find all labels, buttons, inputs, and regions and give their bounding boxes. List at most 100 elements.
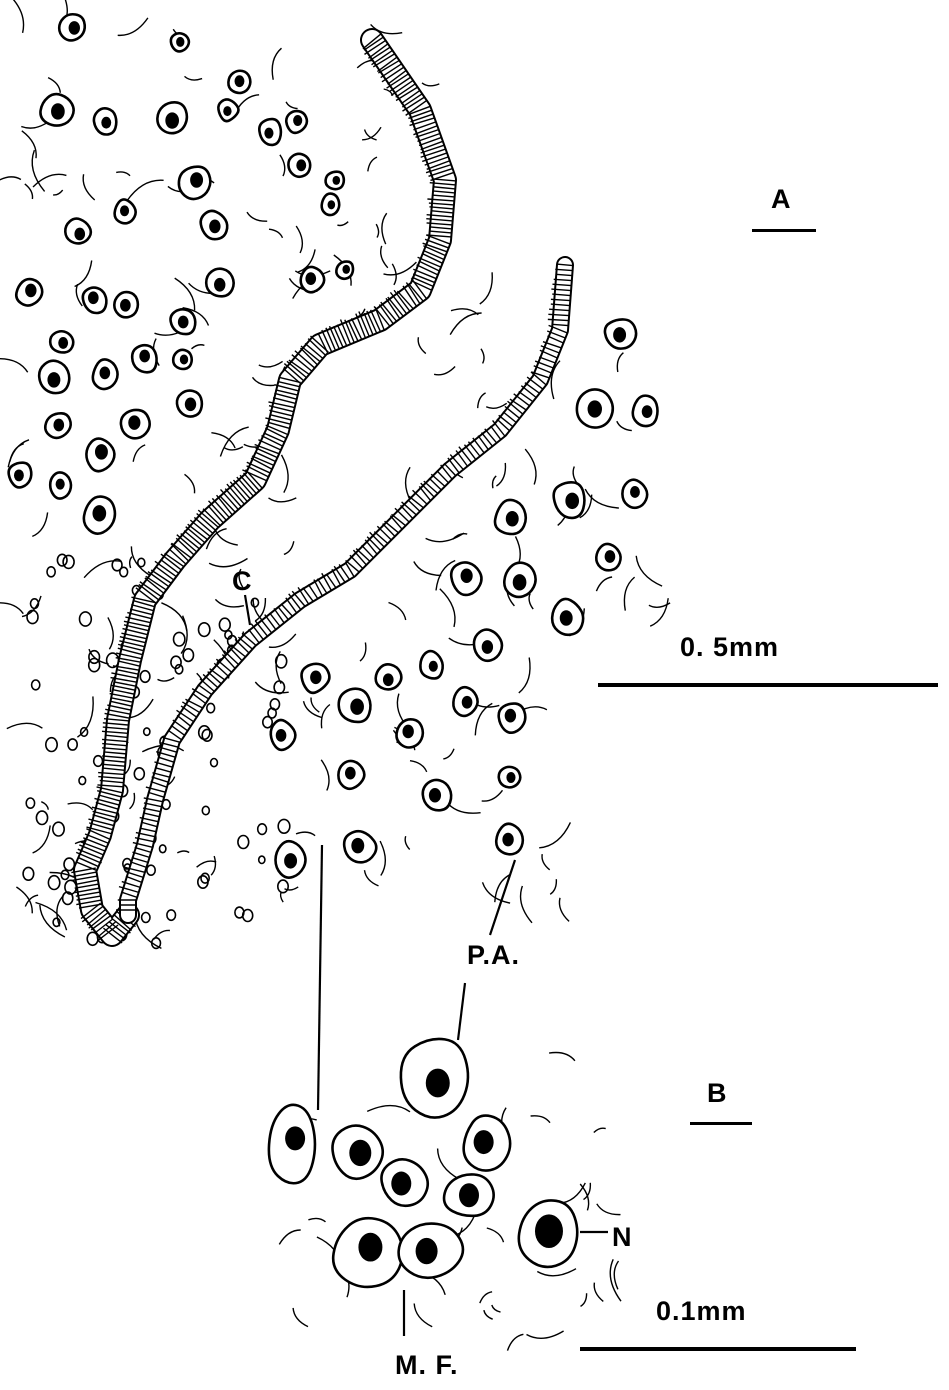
cell-nucleus — [185, 397, 196, 411]
fiber — [525, 449, 536, 484]
cell-nucleus — [95, 444, 108, 460]
large-cell — [464, 1116, 510, 1171]
ring-dot — [63, 555, 74, 568]
ring-dot — [263, 717, 272, 728]
cell — [495, 500, 526, 534]
ring-dot — [36, 811, 47, 824]
ring-dot — [199, 623, 210, 637]
ring-dot — [26, 798, 34, 808]
fiber — [414, 1304, 432, 1327]
cell — [171, 309, 196, 334]
cell-nucleus — [128, 415, 140, 430]
canal-label: C — [232, 566, 253, 597]
fiber — [480, 272, 492, 304]
fiber — [360, 643, 366, 662]
fiber — [597, 1204, 621, 1215]
fiber — [118, 18, 148, 35]
cell — [114, 292, 138, 317]
cell-nucleus — [630, 486, 640, 498]
ring-dot — [32, 680, 40, 690]
cell — [179, 167, 210, 199]
fiber — [175, 278, 195, 310]
large-cell — [401, 1039, 468, 1118]
fiber — [185, 76, 203, 80]
cells-panel-b — [269, 1039, 577, 1287]
large-cell-nucleus — [535, 1214, 563, 1248]
fiber — [550, 879, 556, 894]
fiber — [269, 498, 297, 502]
canal-band-upper-outline — [85, 40, 445, 935]
cell — [132, 345, 156, 372]
fiber — [77, 696, 93, 737]
ring-dot — [53, 822, 64, 836]
fiber — [405, 836, 410, 849]
fiber — [410, 761, 427, 772]
cell — [115, 199, 136, 223]
fiber — [282, 455, 289, 493]
fiber — [133, 445, 145, 462]
fiber — [596, 577, 612, 591]
fiber — [434, 367, 455, 375]
fiber — [624, 577, 634, 611]
cell-nucleus — [351, 838, 364, 854]
ring-dot — [238, 836, 249, 849]
leader-line — [245, 595, 250, 625]
cell-nucleus — [333, 176, 341, 185]
cell — [16, 279, 42, 306]
fiber — [368, 157, 377, 171]
panel-a-underline — [752, 229, 816, 232]
ring-dot — [142, 913, 150, 923]
large-cell-nucleus — [426, 1069, 450, 1098]
cell — [288, 154, 310, 177]
leader-line — [318, 845, 322, 1110]
cell — [206, 269, 233, 297]
cell — [9, 463, 32, 488]
fiber — [7, 0, 23, 33]
cell-nucleus — [310, 670, 321, 684]
cell — [276, 841, 306, 877]
cell-nucleus — [642, 405, 653, 418]
cell — [50, 472, 71, 498]
cell-nucleus — [342, 265, 350, 274]
fiber — [367, 1106, 410, 1112]
fiber — [84, 561, 122, 578]
ring-dot — [57, 554, 67, 566]
large-cell — [269, 1105, 315, 1183]
cell — [86, 439, 114, 472]
fiber — [614, 1261, 618, 1289]
cell — [40, 94, 73, 125]
cell-nucleus — [461, 568, 473, 583]
cell — [322, 194, 340, 216]
cell-nucleus — [120, 205, 129, 216]
panel-b-underline — [690, 1122, 752, 1125]
fiber — [519, 658, 530, 693]
fiber — [542, 854, 550, 870]
ring-dot — [278, 880, 288, 893]
fiber — [215, 599, 244, 607]
cell — [396, 719, 422, 747]
cell-nucleus — [74, 228, 85, 241]
cell — [326, 172, 344, 189]
cell — [173, 350, 192, 369]
scale-label-b: 0.1mm — [656, 1296, 747, 1327]
cell-nucleus — [345, 767, 356, 780]
fiber — [83, 174, 95, 200]
large-cell-nucleus — [358, 1233, 382, 1262]
fiber — [211, 856, 215, 875]
fiber — [127, 180, 164, 201]
ring-dot — [202, 806, 209, 814]
ring-dot — [47, 567, 55, 577]
fiber — [158, 678, 175, 681]
ring-dot — [274, 681, 284, 694]
fiber — [381, 246, 388, 268]
canal-lining — [71, 34, 573, 943]
cell-nucleus — [178, 316, 189, 329]
fiber — [384, 262, 417, 275]
cell-nucleus — [165, 112, 179, 128]
canal-band-lower-fill — [128, 265, 565, 915]
cell — [301, 267, 324, 292]
canal-band-upper-fill — [85, 40, 445, 935]
cell — [338, 761, 364, 789]
fiber — [418, 337, 426, 353]
